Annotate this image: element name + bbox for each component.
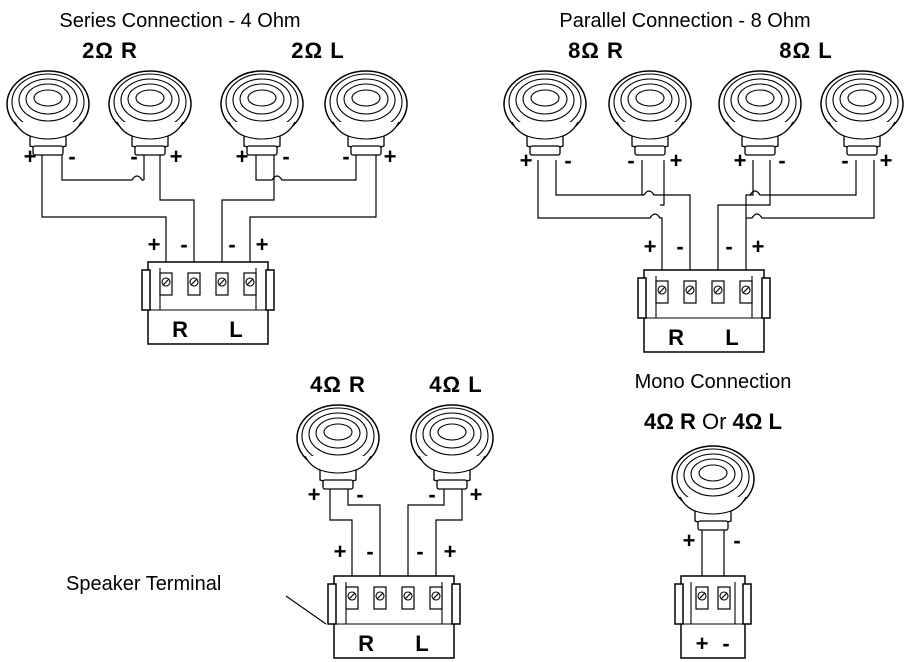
- polarity-mark: -: [130, 144, 137, 169]
- polarity-mark: -: [778, 148, 785, 173]
- stereo-connection-panel: 4Ω R 4Ω L + - - + + - - +: [66, 372, 494, 659]
- polarity-mark: +: [683, 528, 696, 553]
- stereo-speaker-right: [296, 404, 380, 490]
- series-title: Series Connection - 4 Ohm: [59, 10, 300, 32]
- terminal-channel-left: L: [725, 325, 738, 350]
- polarity-mark: +: [170, 144, 183, 169]
- parallel-speaker-polarity: + - - + + - - + + - - +: [520, 148, 893, 259]
- series-connection-panel: Series Connection - 4 Ohm 2Ω R 2Ω L + - …: [6, 10, 408, 345]
- polarity-mark: +: [24, 144, 37, 169]
- polarity-mark: -: [342, 144, 349, 169]
- stereo-wires: [329, 489, 463, 577]
- parallel-speaker-3: [718, 70, 802, 156]
- polarity-mark: -: [68, 144, 75, 169]
- polarity-mark: +: [520, 148, 533, 173]
- parallel-connection-panel: Parallel Connection - 8 Ohm 8Ω R 8Ω L + …: [503, 10, 904, 353]
- parallel-title: Parallel Connection - 8 Ohm: [559, 10, 810, 32]
- series-label-left: 2Ω L: [291, 38, 344, 63]
- series-speaker-4: [324, 70, 408, 156]
- parallel-speaker-4: [820, 70, 904, 156]
- terminal-channel-right: R: [172, 317, 188, 342]
- polarity-mark: -: [366, 539, 373, 564]
- polarity-mark: -: [180, 232, 187, 257]
- polarity-mark: -: [676, 234, 683, 259]
- polarity-mark: +: [470, 482, 483, 507]
- terminal-channel-left: L: [229, 317, 242, 342]
- mono-speaker-polarity: + -: [683, 528, 741, 553]
- polarity-mark: -: [228, 232, 235, 257]
- terminal-channel-right: R: [668, 325, 684, 350]
- mono-terminal-plus: +: [696, 631, 709, 656]
- polarity-mark: +: [256, 232, 269, 257]
- polarity-mark: +: [444, 539, 457, 564]
- stereo-speaker-terminal: R L: [327, 575, 461, 659]
- mono-wires: [701, 530, 725, 582]
- polarity-mark: -: [841, 148, 848, 173]
- polarity-mark: +: [644, 234, 657, 259]
- polarity-mark: -: [416, 539, 423, 564]
- series-speaker-1: [6, 70, 90, 156]
- polarity-mark: +: [752, 234, 765, 259]
- series-speaker-polarity: + - - + + - - + + - - +: [24, 144, 397, 257]
- polarity-mark: -: [564, 148, 571, 173]
- series-speaker-3: [220, 70, 304, 156]
- callout-leader-line: [285, 595, 327, 625]
- polarity-mark: +: [236, 144, 249, 169]
- mono-impedance-label: 4Ω R Or 4Ω L: [644, 409, 782, 434]
- mono-connection-panel: Mono Connection 4Ω R Or 4Ω L + - + -: [635, 371, 792, 659]
- series-wires: [41, 155, 377, 262]
- stereo-label-left: 4Ω L: [429, 372, 482, 397]
- polarity-mark: -: [282, 144, 289, 169]
- mono-speaker: [671, 445, 755, 531]
- polarity-mark: -: [733, 528, 740, 553]
- polarity-mark: +: [384, 144, 397, 169]
- polarity-mark: -: [725, 234, 732, 259]
- speaker-terminal-callout: Speaker Terminal: [66, 573, 221, 595]
- stereo-label-right: 4Ω R: [310, 372, 366, 397]
- parallel-speaker-2: [608, 70, 692, 156]
- mono-title: Mono Connection: [635, 371, 792, 393]
- parallel-label-right: 8Ω R: [568, 38, 624, 63]
- polarity-mark: -: [428, 482, 435, 507]
- terminal-channel-right: R: [358, 631, 374, 656]
- terminal-channel-left: L: [415, 631, 428, 656]
- polarity-mark: +: [734, 148, 747, 173]
- parallel-wires: [537, 160, 875, 270]
- stereo-speaker-polarity: + - - + + - - +: [308, 482, 483, 564]
- stereo-speaker-left: [410, 404, 494, 490]
- polarity-mark: -: [356, 482, 363, 507]
- polarity-mark: +: [334, 539, 347, 564]
- parallel-speaker-terminal: R L: [637, 269, 771, 353]
- series-speaker-2: [108, 70, 192, 156]
- polarity-mark: +: [308, 482, 321, 507]
- polarity-mark: +: [880, 148, 893, 173]
- polarity-mark: -: [627, 148, 634, 173]
- mono-terminal-minus: -: [722, 631, 729, 656]
- parallel-speaker-1: [503, 70, 587, 156]
- series-speaker-terminal: R L: [141, 261, 275, 345]
- polarity-mark: +: [148, 232, 161, 257]
- mono-speaker-terminal: + -: [674, 575, 752, 659]
- polarity-mark: +: [670, 148, 683, 173]
- series-label-right: 2Ω R: [82, 38, 138, 63]
- parallel-label-left: 8Ω L: [779, 38, 832, 63]
